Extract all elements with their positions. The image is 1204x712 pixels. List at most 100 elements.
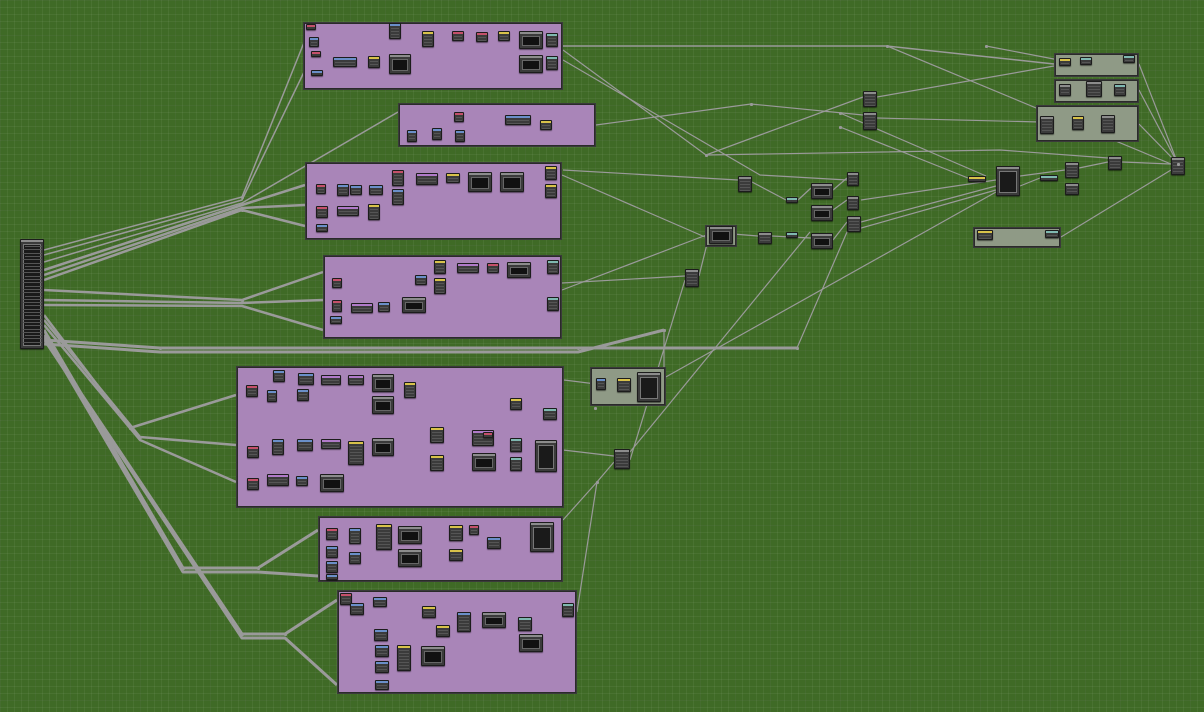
node-header[interactable]	[541, 121, 551, 123]
node-link[interactable]	[595, 103, 864, 126]
node-header[interactable]	[477, 33, 487, 35]
graph-node[interactable]	[1065, 183, 1079, 195]
reroute-point[interactable]	[1177, 163, 1180, 166]
node-header[interactable]	[352, 304, 372, 306]
graph-node[interactable]	[1045, 230, 1059, 238]
reroute-point[interactable]	[985, 45, 988, 48]
graph-node[interactable]	[1072, 116, 1084, 130]
node-header[interactable]	[431, 456, 443, 458]
node-header[interactable]	[511, 439, 521, 441]
graph-node[interactable]	[350, 603, 364, 615]
node-link[interactable]	[1078, 161, 1109, 169]
graph-node[interactable]	[617, 378, 631, 392]
graph-node[interactable]	[398, 549, 422, 567]
node-header[interactable]	[408, 131, 416, 133]
graph-node[interactable]	[510, 457, 522, 471]
node-header[interactable]	[333, 279, 341, 281]
node-header[interactable]	[379, 303, 389, 305]
graph-node[interactable]	[505, 115, 531, 125]
graph-node[interactable]	[510, 438, 522, 452]
node-link[interactable]	[1121, 161, 1172, 165]
graph-node[interactable]	[316, 206, 328, 218]
graph-node[interactable]	[476, 32, 488, 42]
graph-node[interactable]	[738, 176, 752, 192]
graph-node[interactable]	[372, 438, 394, 456]
node-header[interactable]	[488, 538, 500, 540]
node-link[interactable]	[43, 208, 306, 282]
graph-node[interactable]	[398, 526, 422, 544]
node-header[interactable]	[297, 477, 307, 479]
node-header[interactable]	[848, 217, 860, 219]
graph-node[interactable]	[375, 661, 389, 673]
node-header[interactable]	[519, 618, 531, 620]
node-link[interactable]	[43, 303, 324, 332]
graph-node[interactable]	[389, 54, 411, 74]
node-header[interactable]	[248, 479, 258, 481]
node-header[interactable]	[373, 397, 393, 399]
graph-node[interactable]	[246, 385, 258, 397]
node-header[interactable]	[848, 173, 858, 175]
node-header[interactable]	[1041, 176, 1057, 178]
graph-node[interactable]	[547, 260, 559, 274]
graph-node[interactable]	[309, 37, 319, 47]
graph-node[interactable]	[368, 56, 380, 68]
node-header[interactable]	[333, 301, 341, 303]
node-header[interactable]	[508, 263, 530, 265]
node-header[interactable]	[375, 630, 387, 632]
node-header[interactable]	[759, 233, 771, 235]
node-header[interactable]	[511, 458, 521, 460]
reroute-point[interactable]	[139, 436, 142, 439]
graph-node[interactable]	[1123, 55, 1135, 63]
node-header[interactable]	[417, 174, 437, 176]
node-header[interactable]	[373, 439, 393, 441]
node-link[interactable]	[43, 338, 797, 350]
node-header[interactable]	[470, 526, 478, 528]
node-header[interactable]	[1102, 116, 1114, 118]
node-header[interactable]	[298, 390, 308, 392]
node-header[interactable]	[393, 171, 403, 173]
node-header[interactable]	[546, 167, 556, 169]
node-header[interactable]	[351, 186, 361, 188]
node-header[interactable]	[327, 562, 337, 564]
node-header[interactable]	[431, 428, 443, 430]
reroute-point[interactable]	[182, 567, 185, 570]
node-header[interactable]	[247, 386, 257, 388]
node-header[interactable]	[787, 233, 797, 235]
node-link[interactable]	[797, 187, 812, 201]
reroute-point[interactable]	[796, 347, 799, 350]
node-header[interactable]	[307, 25, 315, 27]
graph-node[interactable]	[404, 382, 416, 398]
graph-node[interactable]	[1114, 84, 1126, 96]
node-header[interactable]	[864, 92, 876, 94]
graph-node[interactable]	[247, 446, 259, 458]
graph-node[interactable]	[530, 522, 554, 552]
graph-node[interactable]	[996, 166, 1020, 196]
node-link[interactable]	[839, 112, 987, 177]
node-header[interactable]	[268, 391, 276, 393]
graph-node[interactable]	[348, 441, 364, 465]
graph-node[interactable]	[321, 375, 341, 385]
graph-node[interactable]	[596, 378, 606, 390]
graph-node[interactable]	[487, 263, 499, 273]
reroute-point[interactable]	[241, 209, 244, 212]
node-header[interactable]	[456, 131, 464, 133]
graph-node[interactable]	[685, 269, 699, 287]
graph-node[interactable]	[326, 546, 338, 558]
node-link[interactable]	[43, 324, 237, 484]
node-header[interactable]	[458, 613, 470, 615]
node-header[interactable]	[787, 198, 797, 200]
reroute-point[interactable]	[577, 347, 580, 350]
node-header[interactable]	[317, 207, 327, 209]
node-link[interactable]	[1060, 169, 1172, 238]
graph-node[interactable]	[272, 439, 284, 455]
node-header[interactable]	[520, 32, 542, 34]
graph-node[interactable]	[374, 629, 388, 641]
graph-node[interactable]	[811, 183, 833, 199]
node-link[interactable]	[629, 231, 811, 453]
node-header[interactable]	[338, 185, 348, 187]
node-link[interactable]	[705, 149, 1109, 159]
node-header[interactable]	[398, 646, 410, 648]
node-header[interactable]	[739, 177, 751, 179]
node-header[interactable]	[312, 52, 320, 54]
